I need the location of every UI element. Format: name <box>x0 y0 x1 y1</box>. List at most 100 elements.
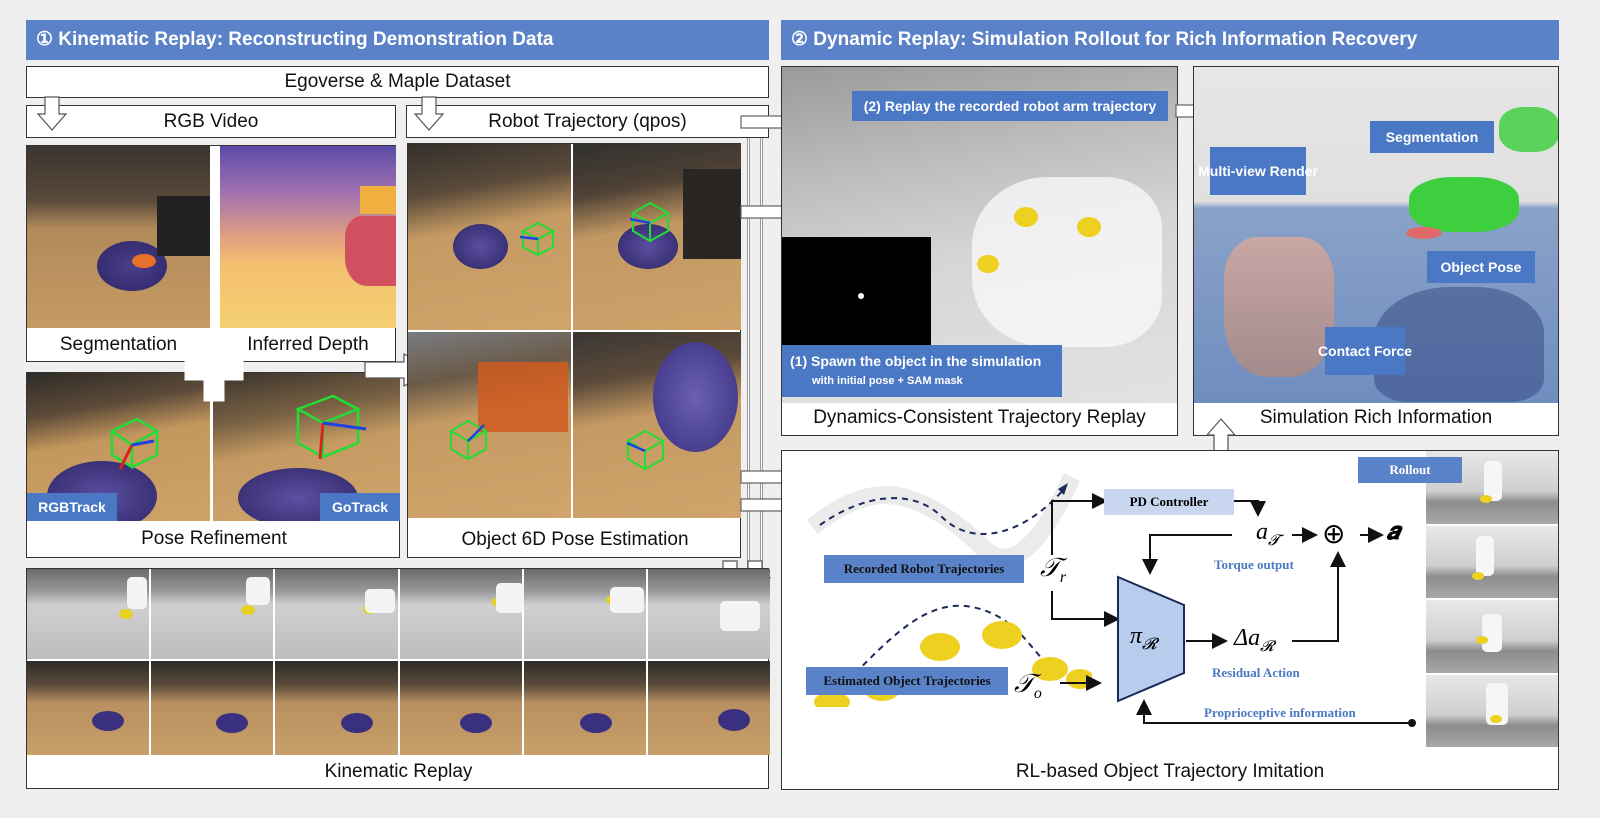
policy-symbol: π𝓡 <box>1130 623 1157 653</box>
pose-refinement-panel: RGBTrack GoTrack Pose Refinement <box>26 372 400 558</box>
proprioceptive-label: Proprioceptive information <box>1204 705 1356 720</box>
pose-frame-1 <box>408 144 571 330</box>
a-t-symbol: a𝓣 <box>1256 519 1280 549</box>
rollout-frame <box>1426 451 1558 524</box>
sim-replay-image: (2) Replay the recorded robot arm trajec… <box>782 67 1177 403</box>
pose-frame-3 <box>408 332 571 518</box>
pose-refinement-label: Pose Refinement <box>141 528 287 549</box>
pose-frame-2 <box>573 144 741 330</box>
pose-box-icon <box>449 419 489 461</box>
kinematic-replay-panel: Kinematic Replay <box>26 568 771 789</box>
robot-hand <box>683 169 741 259</box>
pd-controller-box: PD Controller <box>1104 489 1234 515</box>
rgb-video-box: RGB Video <box>26 105 396 138</box>
real-frame <box>27 661 150 755</box>
segmentation-label: Segmentation <box>59 334 178 355</box>
down-arrow-icon <box>36 96 68 131</box>
estimated-object-tag: Estimated Object Trajectories <box>806 667 1008 695</box>
green-hand <box>1409 177 1519 232</box>
connector-line <box>760 138 763 578</box>
pose-box-icon <box>519 221 556 257</box>
plus-icon <box>184 338 244 402</box>
connector-line <box>747 138 750 578</box>
sim-frame <box>275 569 398 659</box>
dynamic-section-title: ② Dynamic Replay: Simulation Rollout for… <box>781 20 1559 60</box>
real-frame <box>399 661 522 755</box>
duck-shape <box>977 255 999 273</box>
gotrack-tag: GoTrack <box>320 493 400 521</box>
robot-hand <box>1224 237 1334 377</box>
rich-info-image: Multi-view Render Segmentation Object Po… <box>1194 67 1558 403</box>
pose-estimation-label: Object 6D Pose Estimation <box>461 529 689 550</box>
kinematic-section-title: ① Kinematic Replay: Reconstructing Demon… <box>26 20 769 60</box>
rollout-strip <box>1426 451 1558 747</box>
delta-a-symbol: Δa𝓡 <box>1234 625 1275 655</box>
object-pose-tag: Object Pose <box>1427 251 1535 283</box>
spawn-object-tag: (1) Spawn the object in the simulation w… <box>782 345 1062 397</box>
rich-info-panel: Multi-view Render Segmentation Object Po… <box>1193 66 1559 436</box>
segmentation-tag: Segmentation <box>1370 121 1494 153</box>
torque-output-label: Torque output <box>1214 557 1294 572</box>
contact-force-tag: Contact Force <box>1318 327 1412 375</box>
pose-box-icon <box>629 201 671 243</box>
duck-shape <box>1014 207 1038 227</box>
multiview-tag: Multi-view Render <box>1198 147 1318 195</box>
dataset-box: Egoverse & Maple Dataset <box>26 66 769 98</box>
gotrack-image: GoTrack <box>213 373 400 521</box>
real-frame-row <box>27 661 771 755</box>
duck-shape <box>1077 217 1101 237</box>
recorded-robot-tag: Recorded Robot Trajectories <box>824 555 1024 583</box>
mask-blob <box>858 293 864 299</box>
pose-frame-4 <box>573 332 741 518</box>
rgbtrack-tag: RGBTrack <box>27 493 117 521</box>
sim-frame <box>523 569 646 659</box>
spawn-object-sub: with initial pose + SAM mask <box>812 375 963 387</box>
replay-arm-tag: (2) Replay the recorded robot arm trajec… <box>852 91 1168 121</box>
segmentation-image <box>27 146 210 328</box>
pose-box-icon <box>626 429 666 471</box>
rl-imitation-panel: Rollout Recorded Robot Trajectories Esti… <box>781 450 1559 790</box>
tau-r-symbol: 𝒯r <box>1040 553 1067 587</box>
pose-box-icon <box>109 417 160 470</box>
real-frame <box>275 661 398 755</box>
residual-action-label: Residual Action <box>1212 665 1300 680</box>
bowl-shape <box>653 342 738 452</box>
rich-info-label: Simulation Rich Information <box>1259 407 1493 428</box>
flow-connectors <box>1051 493 1416 727</box>
real-frame <box>647 661 771 755</box>
rgbtrack-image: RGBTrack <box>27 373 210 521</box>
sim-frame <box>151 569 274 659</box>
real-frame <box>151 661 274 755</box>
object-pose-disk <box>1406 227 1442 239</box>
green-finger <box>1499 107 1558 152</box>
rollout-frame <box>1426 525 1558 598</box>
sum-operator: ⊕ <box>1322 519 1346 550</box>
kinematic-replay-label: Kinematic Replay <box>324 761 473 782</box>
rollout-tag: Rollout <box>1358 457 1462 483</box>
sam-mask-inset <box>782 237 931 347</box>
object-mask <box>132 254 156 268</box>
pose-box-icon <box>295 394 367 460</box>
depth-hand <box>345 216 396 286</box>
sim-frame <box>27 569 150 659</box>
sim-frame-row <box>27 569 771 659</box>
trajectory-replay-panel: (2) Replay the recorded robot arm trajec… <box>781 66 1178 436</box>
segmentation-depth-panel: Segmentation Inferred Depth <box>26 145 396 362</box>
trajectory-replay-label: Dynamics-Consistent Trajectory Replay <box>813 407 1146 428</box>
spawn-object-label: (1) Spawn the object in the simulation <box>790 353 1042 369</box>
robot-trajectory-box: Robot Trajectory (qpos) <box>406 105 769 138</box>
robot-hand <box>157 196 210 256</box>
real-frame <box>523 661 646 755</box>
bowl-shape <box>453 224 508 269</box>
bowl-shape <box>97 241 167 291</box>
tau-o-symbol: 𝒯o <box>1014 669 1042 703</box>
depth-image <box>220 146 396 328</box>
robot-arm <box>478 362 568 432</box>
rollout-frame <box>1426 600 1558 673</box>
rollout-frame <box>1426 674 1558 747</box>
down-arrow-icon <box>413 96 445 131</box>
policy-network <box>1117 575 1185 703</box>
sim-frame <box>399 569 524 659</box>
rl-imitation-label: RL-based Object Trajectory Imitation <box>1015 761 1325 782</box>
sim-frame <box>647 569 771 659</box>
